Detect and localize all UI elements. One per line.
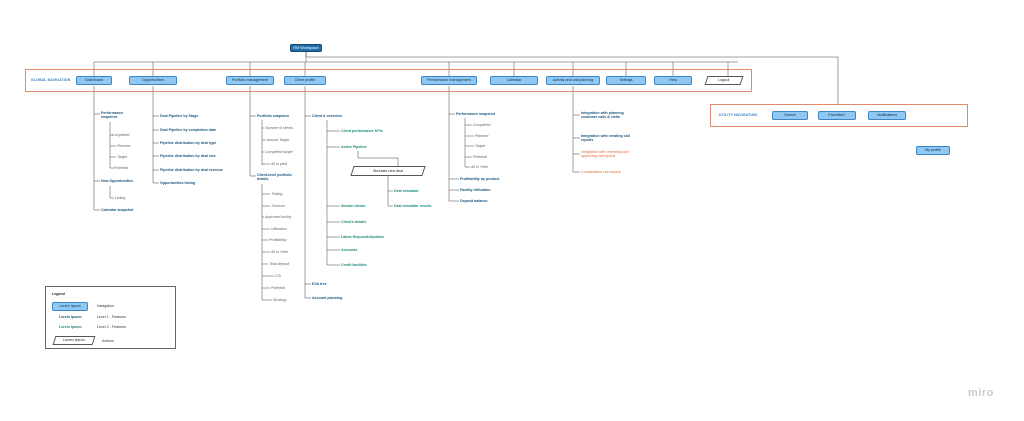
nav-calendar-button[interactable]: Calendar — [490, 76, 538, 85]
cp-simulate-new-deal-action[interactable]: Simulate new deal — [350, 166, 426, 176]
pf-annual-target: Annual Target — [267, 138, 290, 142]
cp-active-pipeline: Active Pipeline — [341, 145, 367, 149]
legend-navigation-desc: Navigation — [97, 304, 114, 308]
global-navigation-frame — [25, 69, 752, 92]
cp-latest-requests: Latest Requests/Updates — [341, 235, 384, 239]
miro-watermark: miro — [968, 387, 994, 399]
pf-client-level-details: Client-level portfolio details — [257, 173, 292, 182]
utility-search-button[interactable]: Search — [772, 111, 808, 120]
opp-distribution-type: Pipeline distribution by deal type — [160, 141, 217, 145]
legend-panel: Legend Lorem Ipsum Navigation Lorem Ipsu… — [45, 286, 176, 349]
act-consolidated-reports: Consolidated call reports — [581, 170, 621, 174]
cp-credit-facilities: Credit facilities — [341, 263, 367, 267]
cp-client-overview: Client & overview — [312, 114, 342, 118]
utility-favorites-button[interactable]: Favorites? — [818, 111, 856, 120]
legend-level1-desc: Level 1 - Features — [97, 315, 126, 319]
pf-approved-facility: Approved facility — [265, 215, 292, 219]
pf-portfolio-snapshot: Portfolio snapshot — [257, 114, 289, 118]
legend-title: Legend — [52, 292, 65, 296]
nav-client-profile-button[interactable]: Client profile — [284, 76, 326, 85]
dash-new-opp-listing: Listing — [115, 196, 126, 200]
cp-performance-kpis: Client performance KPIs — [341, 129, 383, 133]
nav-performance-management-button[interactable]: Performance management — [421, 76, 477, 85]
perf-snapshot: Performance snapshot — [456, 112, 495, 116]
legend-actions-sample: Lorem Ipsum — [52, 336, 96, 345]
cp-client-details: Client's details — [341, 220, 367, 224]
dash-perf-planned: Planned — [117, 144, 131, 148]
opp-pipeline-by-date: Deal Pipeline by completion date — [160, 128, 217, 132]
utility-notifications-button[interactable]: Notifications — [868, 111, 906, 120]
pf-completed-target: Completed target — [265, 150, 293, 154]
dash-new-opportunities: New Opportunities — [101, 179, 133, 183]
perf-target: Target — [475, 144, 486, 148]
opp-distribution-revenue: Pipeline distribution by deal revenue — [160, 168, 223, 172]
perf-completed: Completed — [473, 123, 491, 127]
cp-accounts: Accounts — [341, 248, 358, 252]
legend-level2-desc: Level 2 - Features — [97, 325, 126, 329]
nav-settings-button[interactable]: Settings — [606, 76, 646, 85]
pf-csi: CSI — [275, 274, 281, 278]
act-reviewing-reports: Integration with reviewing and approving… — [581, 150, 629, 159]
legend-level1-sample: Lorem Ipsum — [59, 315, 82, 319]
opp-listing: Opportunities listing — [160, 181, 196, 185]
perf-facility-utilization: Facility Utilization — [460, 188, 491, 192]
pf-profitability: Profitability — [269, 238, 287, 242]
perf-profitability-by-product: Profitability by product — [460, 177, 500, 181]
pf-utilization: Utilization — [271, 227, 287, 231]
utility-navigation-label: UTILITY NAVIGATION — [719, 113, 758, 117]
opp-distribution-size: Pipeline distribution by deal size — [160, 154, 216, 158]
pf-number-of-clients: Number of clients — [265, 126, 293, 130]
root-node-rm-workspace[interactable]: RM Workspace — [290, 44, 322, 52]
dash-perf-potential: Potential — [114, 166, 128, 170]
global-navigation-label: GLOBAL NAVIGATION — [31, 78, 71, 82]
perf-deposit-balance: Deposit balance — [460, 199, 488, 203]
my-profile-button[interactable]: My profile — [916, 146, 950, 155]
pf-turnover: Turnover — [271, 204, 286, 208]
perf-planned: Planned — [475, 134, 489, 138]
pf-total-deposit: Total deposit — [269, 262, 290, 266]
cp-account-planning: Account planning — [312, 296, 343, 300]
nav-help-button[interactable]: Help — [654, 76, 692, 85]
pf-rating: Rating — [272, 192, 283, 196]
nav-logout-action[interactable]: Logout — [704, 76, 744, 85]
dash-perf-completed: Completed — [112, 133, 130, 137]
utility-navigation-frame — [710, 104, 968, 127]
pf-all-in-yield: All in yield — [271, 162, 288, 166]
cp-eva-tree: EVA tree — [312, 282, 327, 286]
pf-all-in-yield-detail: All in Yield — [271, 250, 288, 254]
legend-navigation-sample: Lorem Ipsum — [52, 302, 88, 311]
nav-dashboard-button[interactable]: Dashboard — [76, 76, 112, 85]
dash-performance-snapshot: Performance snapshot — [101, 111, 123, 120]
opp-pipeline-by-stage: Deal Pipeline by Stage — [160, 114, 199, 118]
legend-level2-sample: Lorem Ipsum — [59, 325, 82, 329]
cp-deal-simulator: Deal simulator — [394, 189, 419, 193]
cp-deal-simulator-results: Deal simulator results — [394, 204, 432, 208]
cp-similar-clients: Similar clients — [341, 204, 366, 208]
nav-portfolio-management-button[interactable]: Portfolio management — [226, 76, 274, 85]
dash-calendar-snapshot: Calendar snapshot — [101, 208, 134, 212]
act-planning-calls: Integration with planning customer calls… — [581, 111, 624, 120]
pf-potential: Potential — [271, 286, 285, 290]
nav-opportunities-button[interactable]: Opportunities — [129, 76, 177, 85]
perf-potential: Potential — [473, 155, 487, 159]
nav-activity-call-planning-button[interactable]: Activity and call planning — [546, 76, 600, 85]
perf-all-in-yield: All in Yield — [471, 165, 488, 169]
legend-actions-desc: Actions — [102, 339, 114, 343]
dash-perf-target: Target — [117, 155, 128, 159]
pf-strategy: Strategy — [273, 298, 287, 302]
act-creating-reports: Integration with creating call reports — [581, 134, 630, 143]
